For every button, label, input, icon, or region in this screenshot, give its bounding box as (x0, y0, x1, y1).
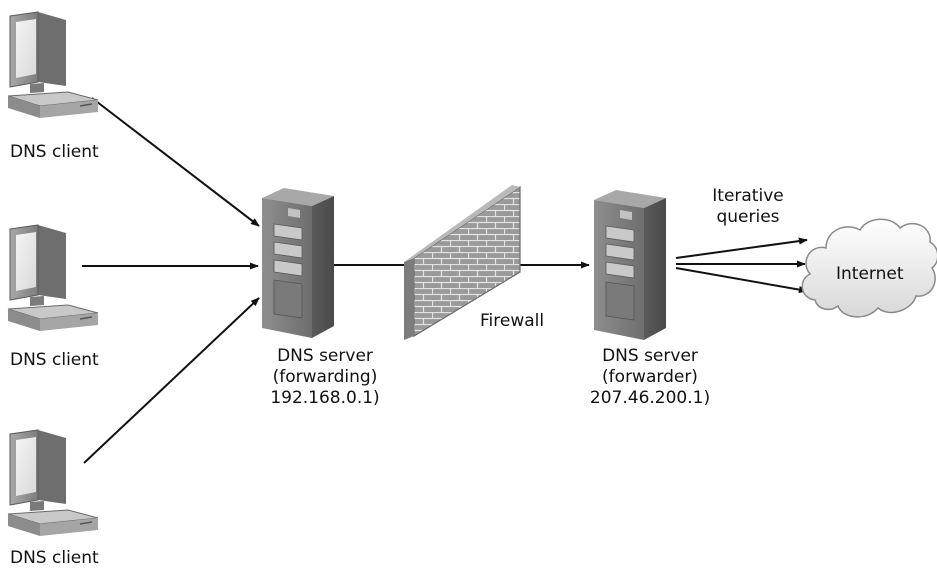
forwarder-server-label: DNS server (forwarder) 207.46.200.1) (575, 346, 725, 409)
forwarder-server-ip: 207.46.200.1) (589, 388, 711, 408)
client-label-1: DNS client (10, 142, 99, 162)
client3-to-server-arrow (83, 297, 260, 464)
internet-cloud-icon (801, 218, 937, 318)
client1-to-server-arrow (91, 97, 260, 227)
forwarder-server-icon (593, 189, 667, 341)
query-arrow-bottom (675, 267, 808, 294)
iterative-queries-line1: Iterative (712, 186, 784, 206)
internet-label: Internet (836, 264, 904, 284)
client-computer-icon-2 (7, 224, 99, 332)
forwarding-server-name: DNS server (277, 346, 373, 366)
iterative-queries-line2: queries (716, 207, 780, 227)
firewall-label: Firewall (480, 311, 545, 331)
client-label-3: DNS client (10, 548, 99, 568)
forwarding-server-label: DNS server (forwarding) 192.168.0.1) (250, 346, 400, 409)
iterative-queries-label: Iterative queries (698, 186, 798, 228)
forwarding-server-icon (261, 187, 335, 339)
firewall-icon (404, 185, 521, 340)
query-arrow-top (675, 237, 808, 259)
client-computer-icon-1 (7, 11, 99, 119)
forwarder-server-name: DNS server (602, 346, 698, 366)
client-computer-icon-3 (7, 429, 99, 537)
forwarding-server-role: (forwarding) (272, 367, 378, 387)
forwarding-server-ip: 192.168.0.1) (270, 388, 380, 408)
client-label-2: DNS client (10, 350, 99, 370)
forwarder-server-role: (forwarder) (602, 367, 698, 387)
